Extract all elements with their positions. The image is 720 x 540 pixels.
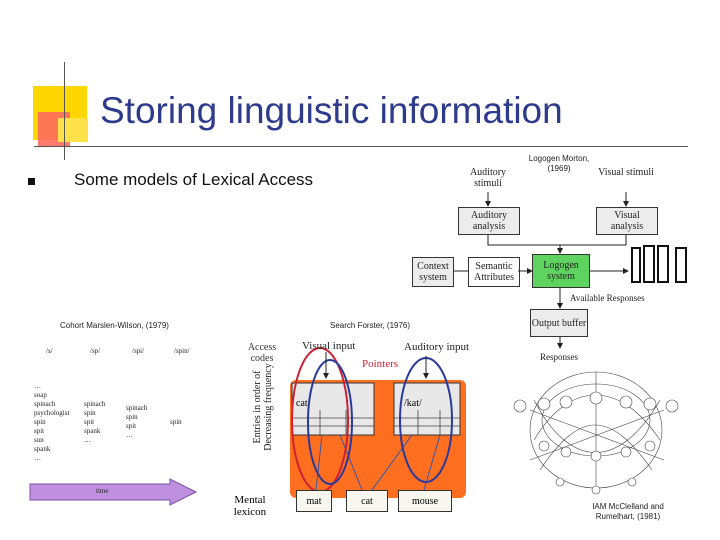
available-responses-pillars [631, 245, 687, 283]
visual-stimuli-label: Visual stimuli [598, 167, 654, 178]
iam-network [513, 371, 679, 495]
slide-title: Storing linguistic information [100, 90, 563, 131]
cohort-column-spin: spin [170, 418, 200, 427]
vertical-rule [64, 62, 65, 160]
logogen-system-box: Logogen system [532, 254, 590, 288]
search-citation: Search Forster, (1976) [330, 321, 411, 330]
cohort-column-spi: spinach spin spit … [126, 404, 166, 440]
cohort-header-s: /s/ [46, 347, 53, 355]
cohort-column-sp: spinach spin spit spank … [84, 400, 124, 445]
pointer-lines [315, 434, 441, 491]
lexicon-entry-mouse: mouse [398, 490, 452, 512]
arrow-auditory-logogen [487, 235, 563, 254]
output-buffer-box: Output buffer [530, 309, 588, 337]
auditory-stimuli-label: Auditory stimuli [469, 167, 507, 189]
visual-code-cat: cat [296, 398, 308, 409]
cohort-word: spin [84, 409, 96, 417]
cohort-word: spinach [34, 400, 56, 408]
cohort-word: spit [34, 427, 45, 435]
auditory-input-label: Auditory input [404, 341, 470, 353]
cohort-word: … [126, 431, 133, 439]
cohort-header-spi: /spi/ [132, 347, 145, 355]
line-visual-logogen [560, 235, 627, 246]
cohort-word: sun [34, 436, 44, 444]
cohort-word: soap [34, 391, 47, 399]
access-codes-label: Access codes [247, 342, 277, 364]
horizontal-rule [34, 146, 688, 147]
lexicon-entry-cat: cat [346, 490, 388, 512]
cohort-word: psychologist [34, 409, 70, 417]
cohort-word: spin [126, 413, 138, 421]
visual-analysis-box: Visual analysis [596, 207, 658, 235]
cohort-word: spank [84, 427, 101, 435]
pointer-oval [307, 359, 353, 485]
cohort-word: spin [34, 418, 46, 426]
cohort-header-spin: /spin/ [174, 347, 190, 355]
auditory-code-kat: /kat/ [404, 398, 422, 409]
available-responses-label: Available Responses [570, 293, 645, 303]
yellow-square-decoration-small [58, 118, 88, 142]
pointers-label: Pointers [362, 358, 399, 370]
bullet-marker [28, 178, 35, 185]
cohort-word: spank [34, 445, 51, 453]
cohort-word: spit [126, 422, 137, 430]
cohort-word: spin [170, 418, 182, 426]
entries-vertical-label: Entries in order of Decreasing frequency [252, 363, 274, 451]
responses-label: Responses [540, 352, 578, 362]
lexicon-entry-mat: mat [296, 490, 332, 512]
mental-lexicon-label: Mental lexicon [233, 494, 267, 518]
cohort-citation: Cohort Marslen-Wilson, (1979) [60, 321, 169, 330]
cohort-header-sp: /sp/ [90, 347, 101, 355]
logogen-citation: Logogen Morton, (1969) [528, 154, 590, 173]
time-arrow [29, 478, 198, 506]
cohort-word: … [34, 382, 41, 390]
cohort-word: … [84, 436, 91, 444]
cohort-column-s: … soap spinach psychologist spin spit su… [34, 382, 82, 463]
cohort-word: spinach [84, 400, 106, 408]
auditory-analysis-box: Auditory analysis [458, 207, 520, 235]
time-label: time [96, 487, 109, 495]
cohort-word: spit [84, 418, 95, 426]
cohort-word: spinach [126, 404, 148, 412]
context-system-box: Context system [412, 257, 454, 287]
iam-citation: IAM McClelland and Rumelhart, (1981) [592, 502, 664, 521]
semantic-attributes-box: Semantic Attributes [468, 257, 520, 287]
bullet-text: Some models of Lexical Access [74, 170, 314, 189]
cohort-word: … [34, 454, 41, 462]
visual-input-label: Visual input [302, 340, 356, 352]
visual-access-file [291, 382, 375, 436]
